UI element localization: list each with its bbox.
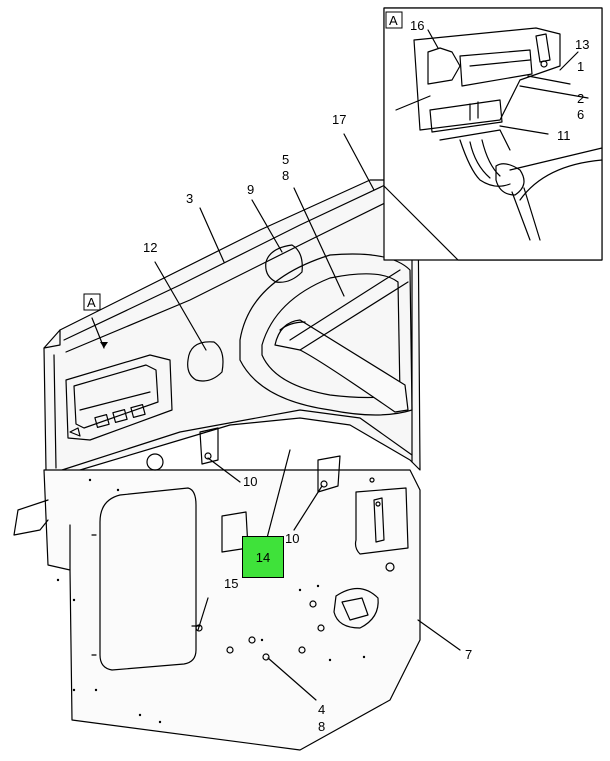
clip-upper-left: [199, 427, 219, 465]
callout-1: 1: [577, 59, 584, 74]
upper-trim-panel: [43, 179, 421, 477]
callout-16: 16: [410, 18, 424, 33]
lower-inner-panel: [13, 453, 421, 751]
callout-6: 6: [577, 107, 584, 122]
leader-lines: [91, 29, 589, 701]
callout-13: 13: [575, 37, 589, 52]
callout-12: 12: [143, 240, 157, 255]
callout-15: 15: [224, 576, 238, 591]
handle-cup: [265, 244, 303, 283]
detail-view-label: A: [389, 13, 398, 28]
fastener-points: [195, 477, 381, 661]
detail-a-frame: [383, 7, 603, 261]
callout-9: 9: [247, 182, 254, 197]
callout-10-right: 10: [285, 531, 299, 546]
detail-view-label-box: [385, 11, 403, 29]
callout-14-highlighted[interactable]: 14: [242, 536, 284, 578]
callout-17: 17: [332, 112, 346, 127]
callout-4: 4: [318, 702, 325, 717]
callout-2: 2: [577, 91, 584, 106]
callout-7: 7: [465, 647, 472, 662]
callout-3: 3: [186, 191, 193, 206]
callout-10-left: 10: [243, 474, 257, 489]
callout-11: 11: [557, 128, 571, 143]
detail-marker-label: A: [87, 295, 96, 310]
armrest-handle: [239, 253, 413, 416]
window-switch-bezel: [65, 354, 173, 441]
callout-8-bottom: 8: [318, 719, 325, 734]
clip-lower-right: [317, 455, 341, 493]
callout-8-top: 8: [282, 168, 289, 183]
callout-5: 5: [282, 152, 289, 167]
detail-marker-box: [83, 293, 101, 311]
